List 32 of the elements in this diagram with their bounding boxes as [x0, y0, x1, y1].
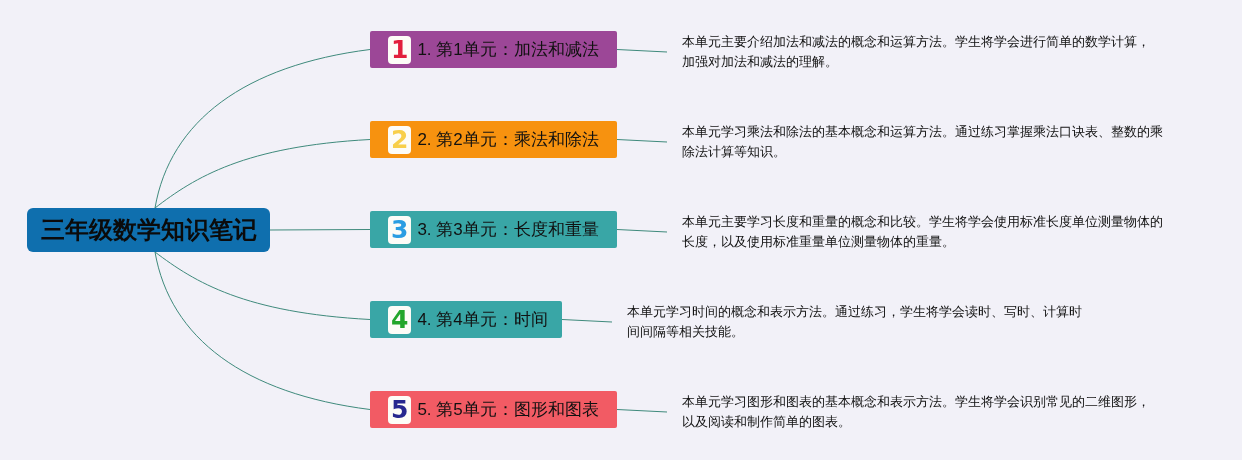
- connector-line: [154, 251, 371, 320]
- connector-line: [616, 229, 668, 233]
- connector-line: [154, 251, 371, 410]
- description-text: 本单元主要学习长度和重量的概念和比较。学生将学会使用标准长度单位测量物体的长度，以及使用标准重量单位测量物体的重量。: [682, 213, 1164, 251]
- topic-title: 2. 第2单元：乘法和除法: [417, 129, 599, 151]
- topic-box: [370, 301, 562, 338]
- topic-box: [370, 31, 617, 68]
- central-topic: 三年级数学知识笔记: [40, 215, 257, 245]
- topic-box: [370, 211, 617, 248]
- number-marker: 5: [388, 395, 412, 424]
- topic-title: 5. 第5单元：图形和图表: [417, 399, 599, 421]
- topic-title: 1. 第1单元：加法和减法: [417, 39, 599, 61]
- description-text: 本单元主要介绍加法和减法的概念和运算方法。学生将学会进行简单的数学计算，加强对加法和减法的理解。: [682, 33, 1151, 71]
- topic-box: [370, 121, 617, 158]
- topic-title: 3. 第3单元：长度和重量: [417, 219, 599, 241]
- description-text: 本单元学习时间的概念和表示方法。通过练习，学生将学会读时、写时、计算时间间隔等相关技能。: [627, 303, 1083, 341]
- connector-line: [154, 139, 371, 209]
- connector-line: [154, 49, 371, 209]
- topic-box: [27, 208, 270, 252]
- connector-line: [561, 319, 613, 323]
- connector-line: [616, 409, 668, 413]
- topic-title: 4. 第4单元：时间: [417, 309, 548, 331]
- description-text: 本单元学习乘法和除法的基本概念和运算方法。通过练习掌握乘法口诀表、整数的乘除法计算等知识。: [682, 123, 1164, 161]
- number-marker: 1: [388, 35, 412, 64]
- connector-line: [616, 139, 668, 143]
- topic-box: [370, 391, 617, 428]
- number-marker: 2: [388, 125, 412, 154]
- description-text: 本单元学习图形和图表的基本概念和表示方法。学生将学会识别常见的二维图形，以及阅读和制作简单的图表。: [682, 393, 1151, 431]
- number-marker: 3: [388, 215, 412, 244]
- number-marker: 4: [388, 305, 412, 334]
- connector-line: [616, 49, 668, 53]
- connector-line: [269, 229, 371, 231]
